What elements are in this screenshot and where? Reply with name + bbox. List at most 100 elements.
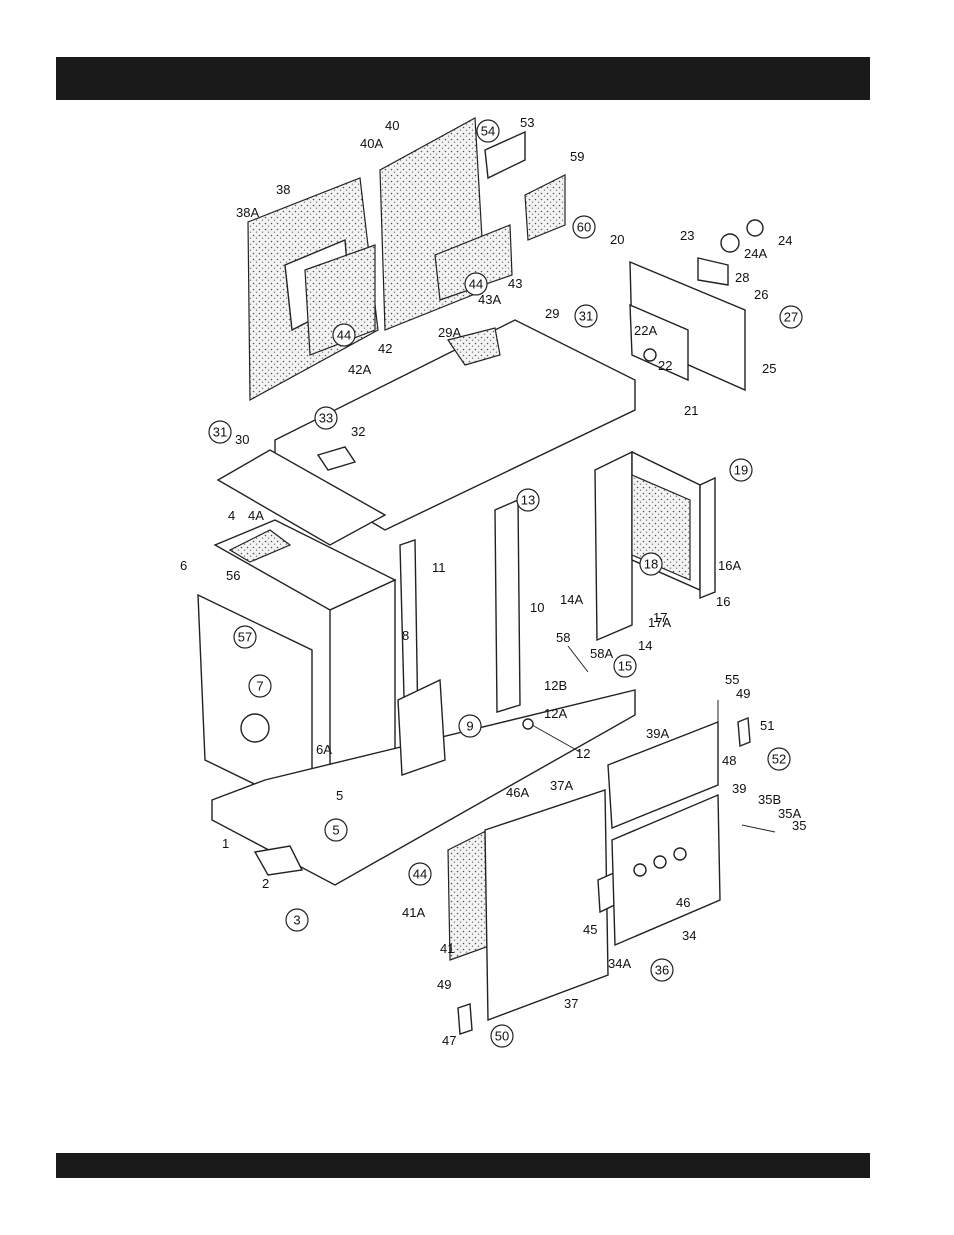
part-label: 38 [276, 182, 290, 197]
circled-part-label: 60 [573, 216, 595, 238]
svg-text:7: 7 [256, 679, 263, 694]
panel-19 [700, 478, 715, 598]
part-label: 23 [680, 228, 694, 243]
svg-text:52: 52 [772, 752, 786, 767]
insulation-panel-40 [380, 118, 485, 330]
circled-part-label: 36 [651, 959, 673, 981]
circled-part-label: 15 [614, 655, 636, 677]
part-label: 10 [530, 600, 544, 615]
part-label: 14 [638, 638, 652, 653]
part-label: 58 [556, 630, 570, 645]
part-label: 38A [236, 205, 259, 220]
part-label: 30 [235, 432, 249, 447]
part-label: 35A [778, 806, 801, 821]
svg-text:57: 57 [238, 630, 252, 645]
part-label: 2 [262, 876, 269, 891]
part-label: 11 [432, 560, 446, 575]
part-label: 6 [180, 558, 187, 573]
part-label: 41 [440, 941, 454, 956]
svg-text:19: 19 [734, 463, 748, 478]
part-label: 51 [760, 718, 774, 733]
control-knob-1 [634, 864, 646, 876]
part-label: 39 [732, 781, 746, 796]
circled-part-label: 50 [491, 1025, 513, 1047]
part-label: 37 [564, 996, 578, 1011]
bolt-58 [568, 646, 588, 672]
svg-text:44: 44 [413, 867, 427, 882]
part-label: 49 [736, 686, 750, 701]
part-label: 12B [544, 678, 567, 693]
part-label: 41A [402, 905, 425, 920]
svg-text:36: 36 [655, 963, 669, 978]
control-knob-2 [654, 856, 666, 868]
hinge-47 [458, 1004, 472, 1034]
part-label: 4 [228, 508, 235, 523]
part-label: 56 [226, 568, 240, 583]
part-label: 29 [545, 306, 559, 321]
svg-text:44: 44 [337, 328, 351, 343]
door-panel-37 [485, 790, 608, 1020]
part-label: 16A [718, 558, 741, 573]
part-label: 8 [402, 628, 409, 643]
svg-text:9: 9 [466, 719, 473, 734]
part-label: 43 [508, 276, 522, 291]
knob-24a [721, 234, 739, 252]
part-label: 43A [478, 292, 501, 307]
circled-part-label: 33 [315, 407, 337, 429]
control-knob-3 [674, 848, 686, 860]
svg-text:44: 44 [469, 277, 483, 292]
part-label: 29A [438, 325, 461, 340]
part-label: 42 [378, 341, 392, 356]
svg-text:15: 15 [618, 659, 632, 674]
circled-part-label: 9 [459, 715, 481, 737]
circled-part-label: 31 [209, 421, 231, 443]
part-label: 22 [658, 358, 672, 373]
part-label: 25 [762, 361, 776, 376]
part-label: 14A [560, 592, 583, 607]
part-label: 46A [506, 785, 529, 800]
circled-part-label: 18 [640, 553, 662, 575]
hinge-48 [738, 718, 750, 746]
svg-text:54: 54 [481, 124, 495, 139]
svg-text:33: 33 [319, 411, 333, 426]
part-label: 53 [520, 115, 534, 130]
bolt-35 [742, 825, 775, 832]
part-label: 45 [583, 922, 597, 937]
part-label: 24 [778, 233, 792, 248]
svg-text:27: 27 [784, 310, 798, 325]
part-label: 37A [550, 778, 573, 793]
svg-text:60: 60 [577, 220, 591, 235]
circled-part-label: 44 [465, 273, 487, 295]
part-label: 34A [608, 956, 631, 971]
svg-text:5: 5 [332, 823, 339, 838]
part-label: 40A [360, 136, 383, 151]
part-label: 59 [570, 149, 584, 164]
part-label: 17A [648, 615, 671, 630]
part-label: 20 [610, 232, 624, 247]
part-label: 16 [716, 594, 730, 609]
part-label: 58A [590, 646, 613, 661]
knob-24 [747, 220, 763, 236]
part-label: 1 [222, 836, 229, 851]
part-label: 21 [684, 403, 698, 418]
part-label: 24A [744, 246, 767, 261]
post-10 [495, 500, 520, 712]
grommet-22 [644, 349, 656, 361]
circled-part-label: 44 [409, 863, 431, 885]
part-label: 22A [634, 323, 657, 338]
part-label: 35B [758, 792, 781, 807]
part-label: 46 [676, 895, 690, 910]
circled-part-label: 31 [575, 305, 597, 327]
circled-part-label: 44 [333, 324, 355, 346]
part-label: 40 [385, 118, 399, 133]
circled-part-label: 57 [234, 626, 256, 648]
part-label: 48 [722, 753, 736, 768]
circled-part-label: 27 [780, 306, 802, 328]
filter-59 [525, 175, 565, 240]
svg-text:13: 13 [521, 493, 535, 508]
circled-part-label: 19 [730, 459, 752, 481]
part-label: 34 [682, 928, 696, 943]
post-14 [595, 452, 632, 640]
part-label: 12A [544, 706, 567, 721]
part-label: 28 [735, 270, 749, 285]
